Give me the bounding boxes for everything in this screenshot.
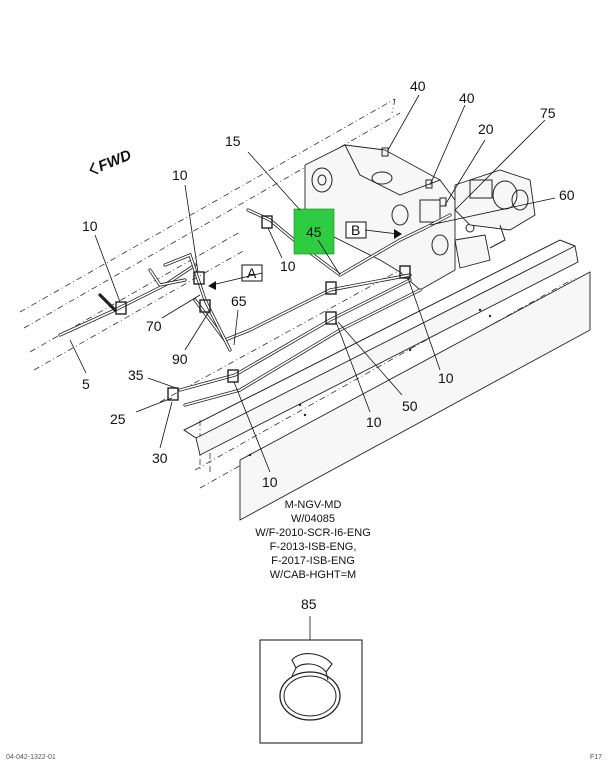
- callout-25: 25: [110, 411, 126, 427]
- leader-lines: [69, 94, 556, 640]
- callout-90: 90: [172, 351, 188, 367]
- ref-a-arrowhead: [208, 281, 216, 290]
- fwd-arrow-icon: [89, 162, 99, 175]
- callout-40-a: 40: [410, 78, 426, 94]
- ref-box-a-label: A: [247, 265, 257, 281]
- callout-10-bottom: 10: [262, 474, 278, 490]
- ref-box-b-label: B: [351, 222, 360, 238]
- detail-box-85: [259, 639, 363, 744]
- callout-60: 60: [559, 187, 575, 203]
- highlight-box-45: [293, 208, 335, 255]
- callout-75: 75: [540, 105, 556, 121]
- frame-rail-lower: [183, 239, 591, 521]
- callout-10-upper-left: 10: [172, 167, 188, 183]
- callout-65: 65: [231, 293, 247, 309]
- note-line-5: F-2017-ISB-ENG: [271, 555, 355, 567]
- applicability-notes: M-NGV-MD W/04085 W/F-2010-SCR-I6-ENG F-2…: [255, 499, 371, 581]
- clamp-ring-icon: [279, 653, 341, 721]
- callout-10-right: 10: [438, 370, 454, 386]
- callout-30: 30: [152, 450, 168, 466]
- fwd-indicator: FWD: [89, 147, 134, 176]
- callout-10-mid-left: 10: [82, 218, 98, 234]
- fwd-label: FWD: [96, 147, 134, 176]
- callout-45: 45: [306, 224, 322, 240]
- callout-70: 70: [146, 318, 162, 334]
- callout-35: 35: [128, 367, 144, 383]
- note-line-6: W/CAB-HGHT=M: [270, 569, 356, 581]
- callout-labels: 40 40 75 20 15 60 10 10 45 10 65 70 90 5…: [82, 78, 575, 612]
- callout-40-b: 40: [459, 90, 475, 106]
- callout-15: 15: [225, 133, 241, 149]
- callout-5: 5: [82, 376, 90, 392]
- note-line-1: M-NGV-MD: [285, 499, 342, 511]
- drawing-number: 04-042-1322-01: [6, 754, 56, 761]
- note-line-2: W/04085: [291, 513, 335, 525]
- note-line-4: F-2013-ISB-ENG,: [270, 541, 357, 553]
- mount-bolts: [381, 147, 447, 207]
- engine-component: [454, 169, 536, 269]
- clamps: [115, 215, 411, 401]
- callout-85: 85: [301, 596, 317, 612]
- ref-b-arrowhead: [394, 229, 402, 239]
- callout-10-center: 10: [280, 258, 296, 274]
- callout-20: 20: [478, 121, 494, 137]
- callout-10-lower-mid: 10: [366, 414, 382, 430]
- note-line-3: W/F-2010-SCR-I6-ENG: [255, 527, 371, 539]
- sheet-code: F17: [590, 754, 602, 761]
- callout-50: 50: [402, 398, 418, 414]
